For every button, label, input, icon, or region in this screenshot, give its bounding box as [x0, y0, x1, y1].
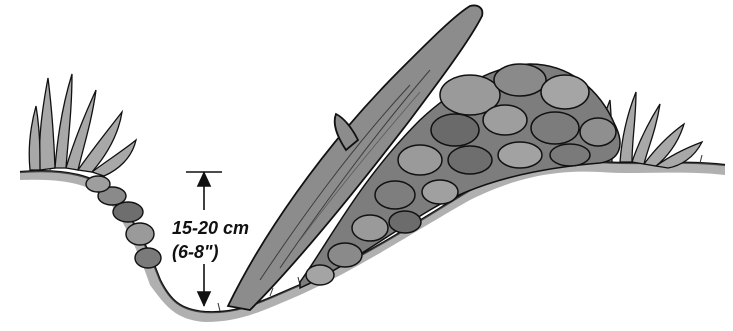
left-grass-tuft [29, 74, 136, 176]
gully-stones-left [86, 176, 161, 268]
depth-label-imperial: (6-8") [172, 243, 219, 261]
arrow-up-icon [198, 173, 210, 186]
depth-measurement-marker [186, 172, 222, 306]
arrow-down-icon [198, 292, 210, 305]
depth-label-metric: 15-20 cm [172, 219, 249, 237]
